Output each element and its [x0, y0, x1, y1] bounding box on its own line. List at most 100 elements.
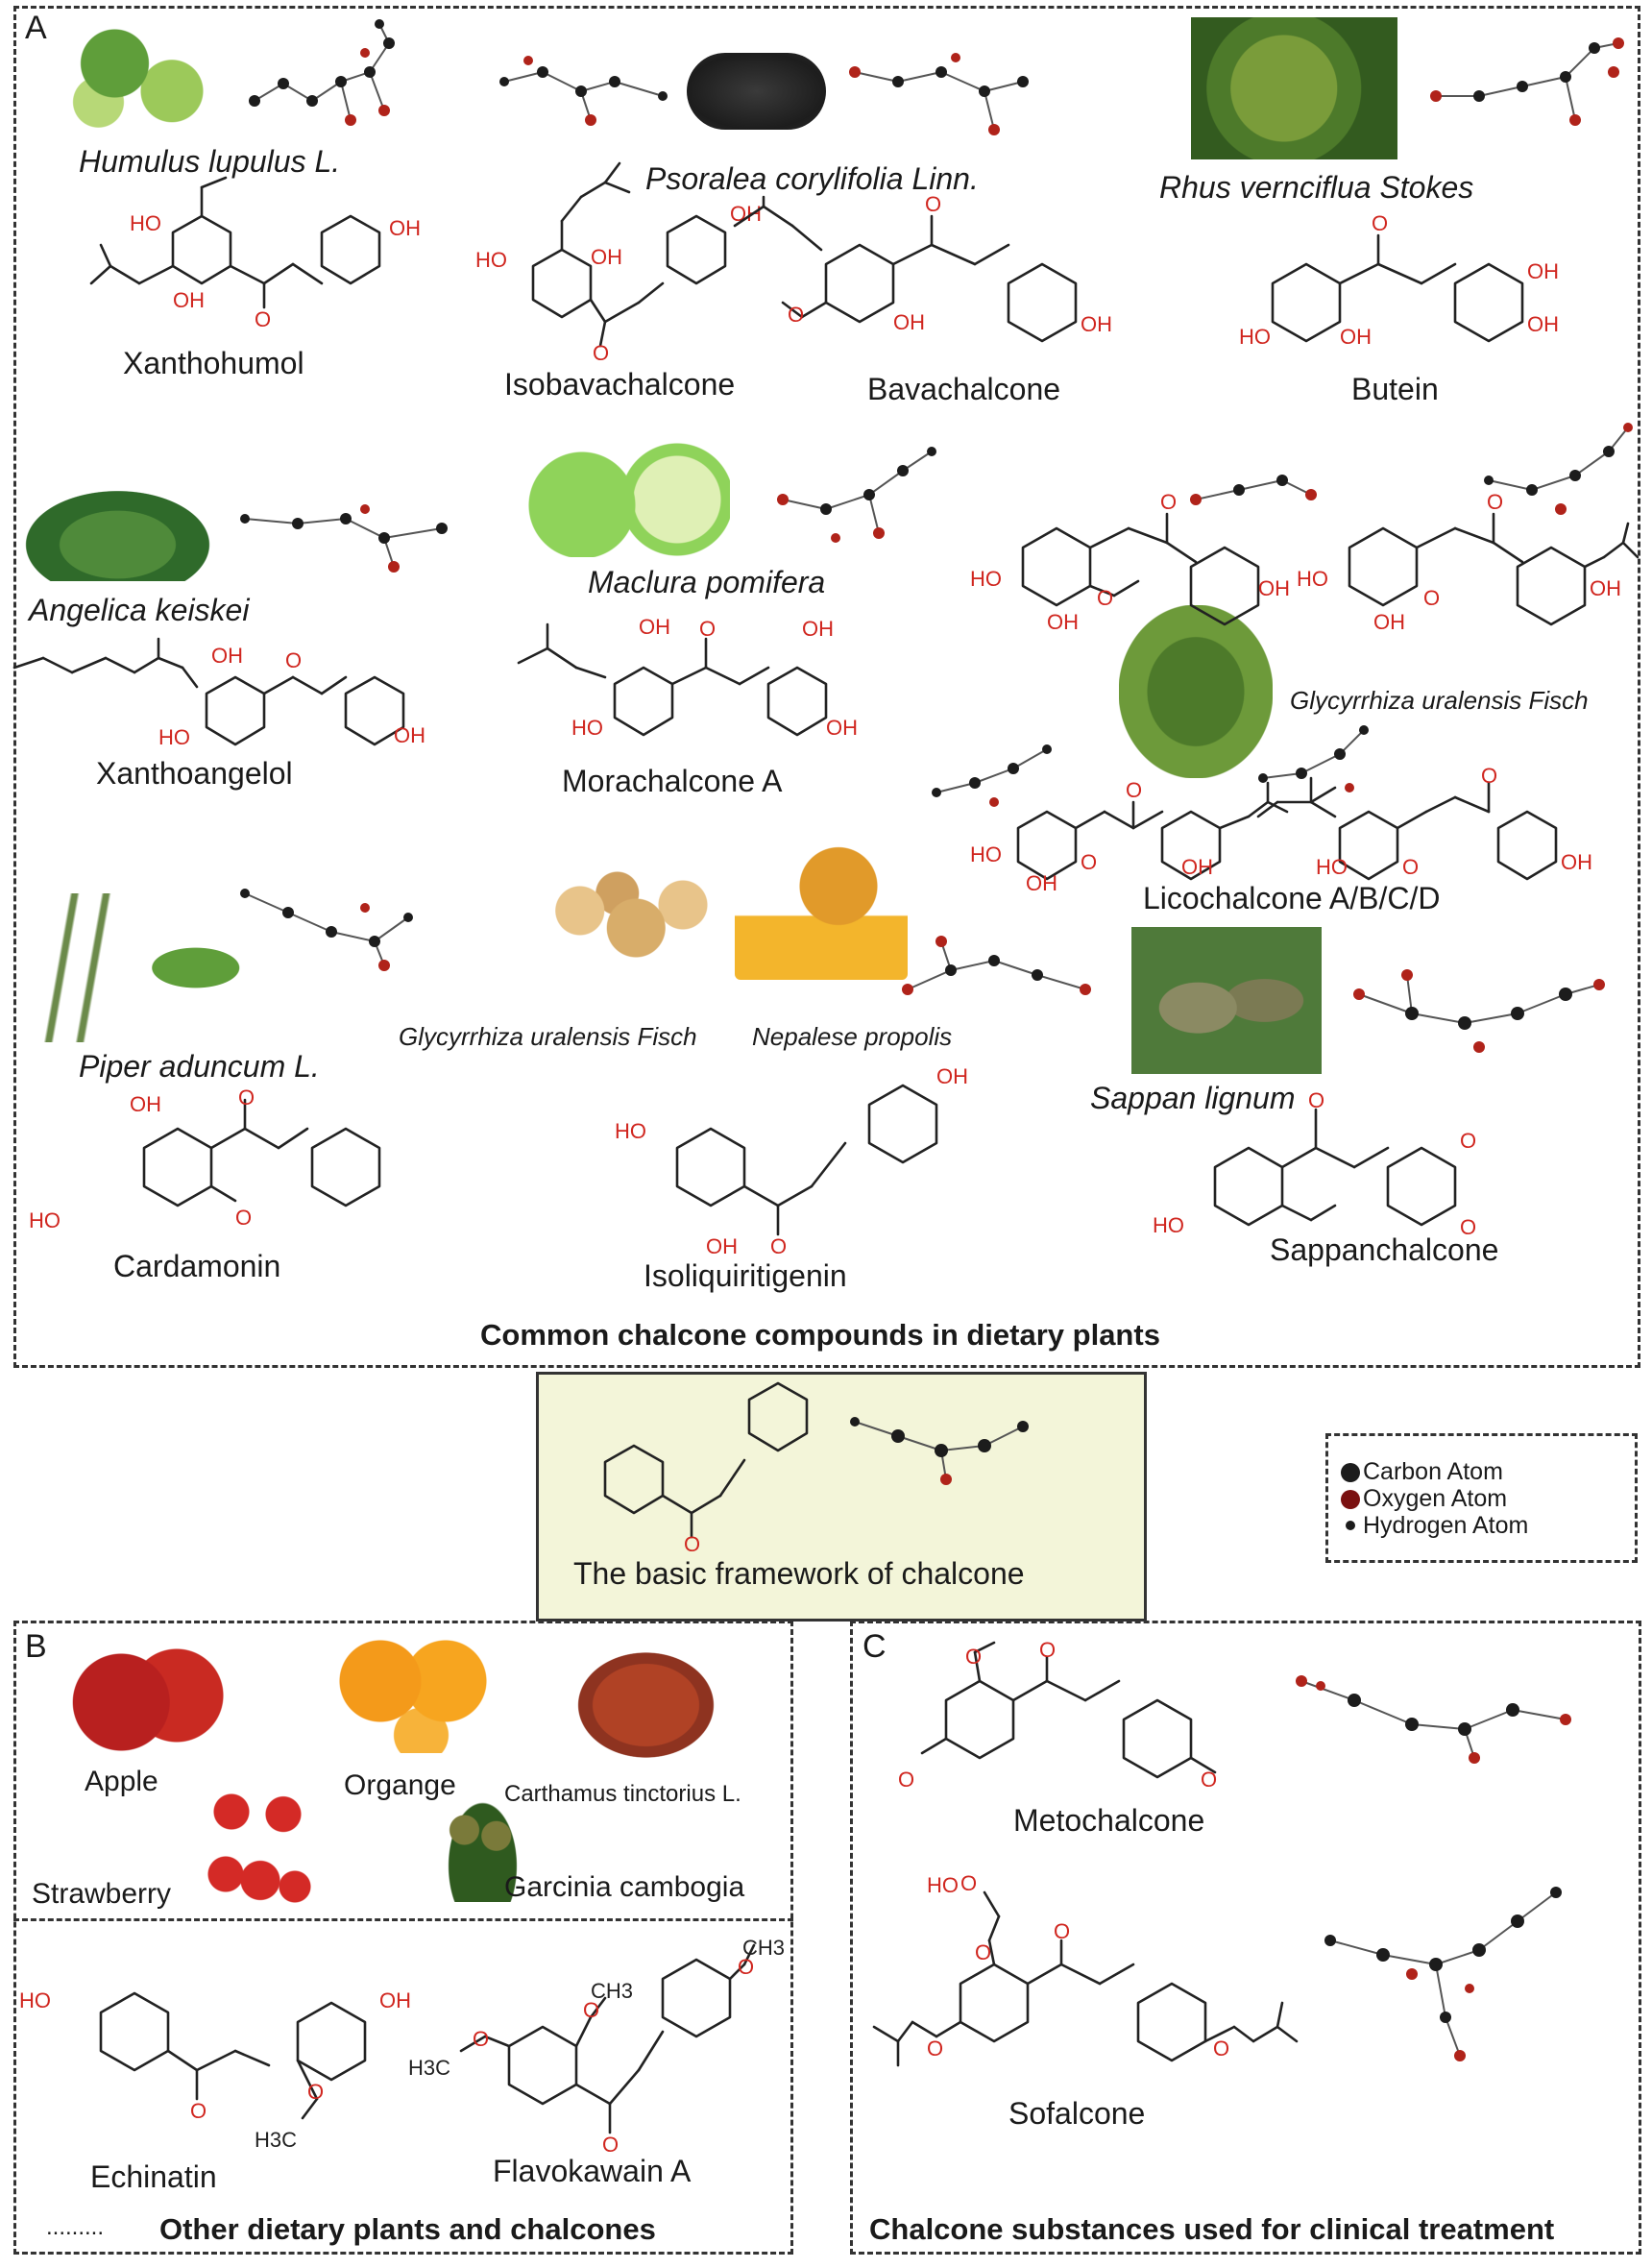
svg-text:OH: OH: [1340, 325, 1372, 349]
compound-morachalcone: Morachalcone A: [562, 764, 783, 798]
svg-text:O: O: [255, 307, 271, 331]
svg-text:O: O: [1097, 586, 1113, 610]
svg-text:HO: HO: [130, 211, 161, 235]
licochalcone-structure-4: O HO O OH: [1256, 764, 1592, 881]
svg-text:HO: HO: [19, 1988, 51, 2012]
chalcone-framework-box: [536, 1372, 1147, 1622]
piper-image: [34, 893, 250, 1042]
svg-text:HO: HO: [1316, 855, 1348, 879]
plant-carthamus: Carthamus tinctorius L.: [504, 1781, 741, 1807]
compound-cardamonin: Cardamonin: [113, 1249, 281, 1283]
svg-text:O: O: [1460, 1129, 1476, 1153]
svg-text:O: O: [1126, 778, 1142, 802]
svg-text:O: O: [1481, 764, 1497, 788]
svg-text:OH: OH: [1047, 610, 1079, 634]
compound-bavachalcone: Bavachalcone: [867, 372, 1061, 406]
panel-c: [850, 1621, 1641, 2255]
metochalcone-ball-model: [1296, 1675, 1571, 1764]
panel-b-caption: Other dietary plants and chalcones: [159, 2212, 656, 2246]
svg-text:O: O: [1423, 586, 1440, 610]
panel-a: [13, 6, 1640, 1368]
isoliquiritigenin-ball-model: [902, 936, 1091, 995]
sofalcone-ball-model: [1324, 1887, 1562, 2061]
svg-text:O: O: [898, 1768, 914, 1792]
svg-text:H3C: H3C: [255, 2128, 297, 2152]
svg-text:OH: OH: [826, 716, 858, 740]
garcinia-image: [437, 1782, 528, 1902]
panel-b-label: B: [25, 1628, 47, 1665]
svg-text:OH: OH: [591, 245, 622, 269]
panel-c-label: C: [862, 1628, 887, 1665]
svg-text:CH3: CH3: [742, 1936, 785, 1960]
morachalcone-structure: OH O OH HO OH: [517, 615, 858, 740]
legend-hydrogen: Hydrogen Atom: [1363, 1512, 1529, 1539]
svg-text:HO: HO: [158, 725, 190, 749]
atom-legend: [1325, 1433, 1638, 1563]
svg-text:HO: HO: [29, 1208, 61, 1232]
xanthohumol-structure: HO OH OH O: [89, 176, 421, 331]
compound-flavokawain: Flavokawain A: [493, 2154, 692, 2188]
svg-text:O: O: [699, 617, 716, 641]
svg-text:OH: OH: [1081, 312, 1112, 336]
svg-text:O: O: [1160, 490, 1177, 514]
svg-text:OH: OH: [211, 644, 243, 668]
compound-isobavachalcone: Isobavachalcone: [504, 367, 736, 402]
svg-text:O: O: [975, 1940, 991, 1964]
licochalcone-structure-1: O HO OH O OH: [970, 490, 1290, 634]
seeds-image: [687, 53, 826, 130]
svg-text:O: O: [1487, 490, 1503, 514]
hops-image: [58, 19, 221, 130]
licochalcone-structure-3: O HO OH O OH: [970, 778, 1289, 895]
butein-structure: O HO OH OH OH: [1239, 211, 1559, 349]
svg-text:OH: OH: [802, 617, 834, 641]
svg-text:O: O: [285, 648, 302, 672]
svg-text:O: O: [1081, 850, 1097, 874]
flavokawain-structure: H3C O O CH3 O O CH3: [408, 1936, 785, 2157]
bavachalcone-structure: O O OH OH: [733, 192, 1112, 343]
metochalcone-structure: O O O O: [898, 1638, 1217, 1792]
cardamonin-ball-model: [240, 889, 413, 971]
panel-c-caption: Chalcone substances used for clinical tr…: [869, 2212, 1555, 2246]
compound-butein: Butein: [1351, 372, 1439, 406]
svg-text:OH: OH: [1527, 312, 1559, 336]
maclura-image: [519, 442, 730, 557]
apple-image: [62, 1628, 231, 1763]
svg-text:O: O: [788, 303, 804, 327]
svg-text:O: O: [1213, 2036, 1229, 2061]
svg-text:O: O: [1308, 1088, 1324, 1112]
propolis-image: [735, 836, 908, 980]
psoralea-ball-model-left: [499, 56, 668, 126]
chalcone-framework-ball-model: [850, 1417, 1029, 1485]
svg-text:O: O: [925, 192, 941, 216]
isobavachalcone-structure: HO OH OH O: [475, 161, 762, 365]
svg-text:OH: OH: [1590, 576, 1621, 600]
svg-text:OH: OH: [389, 216, 421, 240]
svg-text:O: O: [473, 2027, 489, 2051]
svg-text:OH: OH: [1561, 850, 1592, 874]
svg-text:HO: HO: [1297, 567, 1328, 591]
compound-sofalcone: Sofalcone: [1008, 2096, 1146, 2131]
svg-text:OH: OH: [706, 1234, 738, 1258]
source-glycyrrhiza-top: Glycyrrhiza uralensis Fisch: [1290, 686, 1589, 715]
svg-text:HO: HO: [615, 1119, 646, 1143]
strawberry-image: [197, 1787, 312, 1912]
svg-text:HO: HO: [571, 716, 603, 740]
sappanchalcone-structure: O HO O O: [1153, 1088, 1476, 1239]
svg-text:O: O: [770, 1234, 787, 1258]
source-maclura: Maclura pomifera: [588, 565, 826, 599]
svg-text:O: O: [583, 1998, 599, 2022]
licochalcone-ball-model-4: [1258, 725, 1369, 793]
svg-text:H3C: H3C: [408, 2056, 450, 2080]
svg-text:O: O: [1054, 1919, 1070, 1943]
isoliquiritigenin-structure: HO OH O OH: [615, 1064, 968, 1258]
svg-text:OH: OH: [730, 202, 762, 226]
svg-text:OH: OH: [379, 1988, 411, 2012]
svg-text:CH3: CH3: [591, 1979, 633, 2003]
svg-text:OH: OH: [893, 310, 925, 334]
xanthoangelol-structure: OH O HO OH: [12, 637, 425, 749]
xanthohumol-ball-model: [249, 19, 395, 126]
panel-a-label: A: [25, 10, 47, 46]
svg-text:HO: HO: [970, 567, 1002, 591]
compound-echinatin: Echinatin: [90, 2159, 217, 2194]
licochalcone-structure-2: O HO OH O OH: [1297, 490, 1640, 634]
